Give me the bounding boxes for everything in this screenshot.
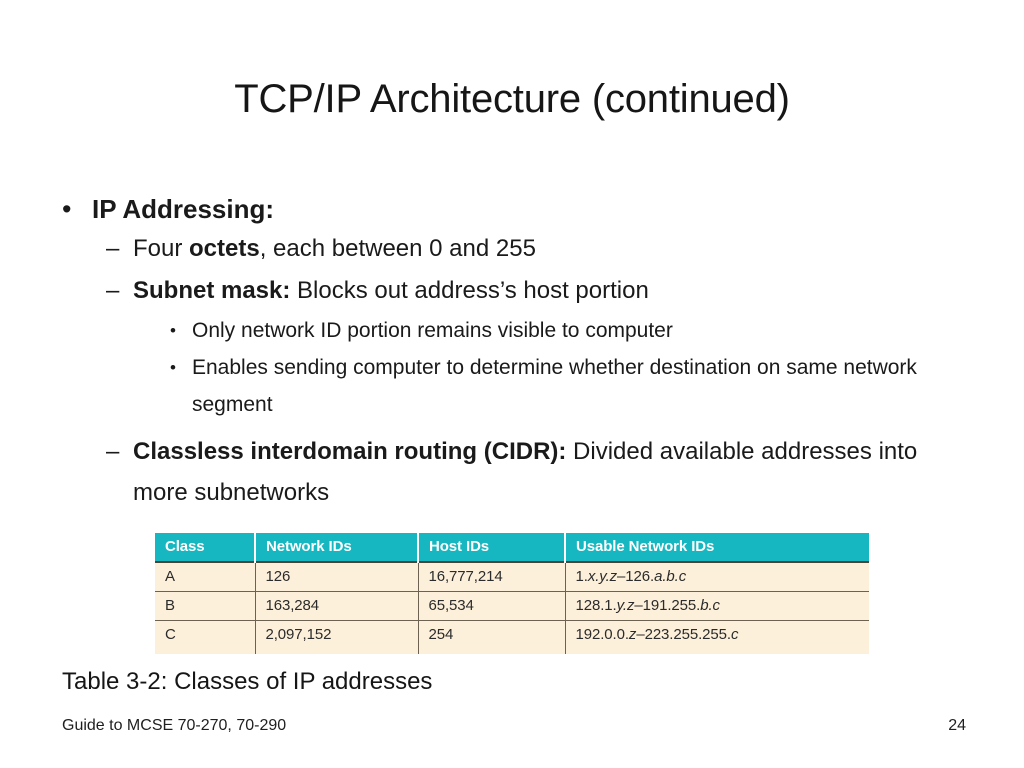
usable-mid: –223.255.255. bbox=[636, 626, 731, 643]
subnet-bold: Subnet mask: bbox=[133, 277, 291, 304]
bullet-level2-cidr: – Classless interdomain routing (CIDR): … bbox=[106, 431, 962, 513]
subnet-tail: Blocks out address’s host portion bbox=[290, 277, 649, 304]
page-title: TCP/IP Architecture (continued) bbox=[234, 77, 790, 121]
column-header-host-ids: Host IDs bbox=[418, 533, 566, 562]
bullet-level3-label: Enables sending computer to determine wh… bbox=[192, 356, 917, 416]
bullet-level2-label: Classless interdomain routing (CIDR): Di… bbox=[133, 431, 962, 513]
table-caption: Table 3-2: Classes of IP addresses bbox=[62, 668, 433, 695]
bullet-small-dot-icon: • bbox=[170, 321, 176, 340]
bullet-level2-label: Subnet mask: Blocks out address’s host p… bbox=[133, 270, 962, 311]
ip-classes-table-container: Class Network IDs Host IDs Usable Networ… bbox=[155, 533, 869, 654]
table-body: A 126 16,777,214 1.x.y.z–126.a.b.c B 163… bbox=[155, 561, 869, 654]
bullet-dash-icon: – bbox=[106, 438, 120, 465]
usable-prefix: 1. bbox=[575, 568, 588, 585]
octets-tail: , each between 0 and 255 bbox=[259, 235, 536, 262]
footer-source-label: Guide to MCSE 70-270, 70-290 bbox=[62, 717, 287, 734]
cell-host-ids: 65,534 bbox=[418, 591, 566, 621]
usable-italic-first: z bbox=[628, 626, 637, 643]
table-row: C 2,097,152 254 192.0.0.z–223.255.255.c bbox=[155, 620, 869, 654]
cell-usable-network-ids: 128.1.y.z–191.255.b.c bbox=[565, 591, 869, 621]
cell-class: B bbox=[155, 591, 256, 621]
bullet-level3-enables-sending: • Enables sending computer to determine … bbox=[170, 349, 962, 423]
cidr-bold: Classless interdomain routing (CIDR): bbox=[133, 438, 567, 465]
cell-network-ids: 163,284 bbox=[255, 591, 419, 621]
cidr-tail: Divided available addresses into more su… bbox=[133, 438, 918, 506]
cell-host-ids: 16,777,214 bbox=[418, 561, 566, 592]
table-row: A 126 16,777,214 1.x.y.z–126.a.b.c bbox=[155, 561, 869, 592]
content-body: • IP Addressing: – Four octets, each bet… bbox=[62, 192, 962, 514]
bullet-small-dot-icon: • bbox=[170, 358, 176, 377]
usable-mid: –126. bbox=[617, 568, 655, 585]
table-header: Class Network IDs Host IDs Usable Networ… bbox=[155, 533, 869, 562]
bullet-level2-subnet-mask: – Subnet mask: Blocks out address’s host… bbox=[106, 270, 962, 311]
column-header-usable-network-ids: Usable Network IDs bbox=[565, 533, 869, 562]
cell-class: C bbox=[155, 620, 256, 654]
bullet-level2-label: Four octets, each between 0 and 255 bbox=[133, 228, 962, 269]
ip-classes-table: Class Network IDs Host IDs Usable Networ… bbox=[155, 533, 869, 654]
bullet-level1-label: IP Addressing: bbox=[92, 194, 275, 224]
cell-class: A bbox=[155, 561, 256, 592]
bullet-dot-icon: • bbox=[62, 194, 72, 224]
octets-bold: octets bbox=[189, 235, 260, 262]
cell-network-ids: 2,097,152 bbox=[255, 620, 419, 654]
bullet-level2-four-octets: – Four octets, each between 0 and 255 bbox=[106, 228, 962, 269]
usable-mid: –191.255. bbox=[634, 597, 701, 614]
usable-italic-second: a.b.c bbox=[654, 568, 687, 585]
column-header-network-ids: Network IDs bbox=[255, 533, 419, 562]
cell-network-ids: 126 bbox=[255, 561, 419, 592]
column-header-class: Class bbox=[155, 533, 256, 562]
usable-italic-second: b.c bbox=[700, 597, 720, 614]
usable-prefix: 128.1. bbox=[575, 597, 617, 614]
octets-lead: Four bbox=[133, 235, 190, 262]
cell-usable-network-ids: 192.0.0.z–223.255.255.c bbox=[565, 620, 869, 654]
usable-prefix: 192.0.0. bbox=[575, 626, 630, 643]
usable-italic-first: y.z bbox=[616, 597, 635, 614]
bullet-dash-icon: – bbox=[106, 277, 120, 304]
table-row: B 163,284 65,534 128.1.y.z–191.255.b.c bbox=[155, 591, 869, 621]
bullet-level3-label: Only network ID portion remains visible … bbox=[192, 319, 673, 342]
bullet-level1-ip-addressing: • IP Addressing: bbox=[62, 192, 962, 226]
table-header-row: Class Network IDs Host IDs Usable Networ… bbox=[155, 533, 869, 562]
footer-page-number: 24 bbox=[948, 717, 966, 734]
bullet-dash-icon: – bbox=[106, 235, 120, 262]
cell-usable-network-ids: 1.x.y.z–126.a.b.c bbox=[565, 561, 869, 592]
usable-italic-second: c bbox=[730, 626, 739, 643]
bullet-level3-network-id: • Only network ID portion remains visibl… bbox=[170, 312, 962, 349]
cell-host-ids: 254 bbox=[418, 620, 566, 654]
usable-italic-first: x.y.z bbox=[587, 568, 618, 585]
